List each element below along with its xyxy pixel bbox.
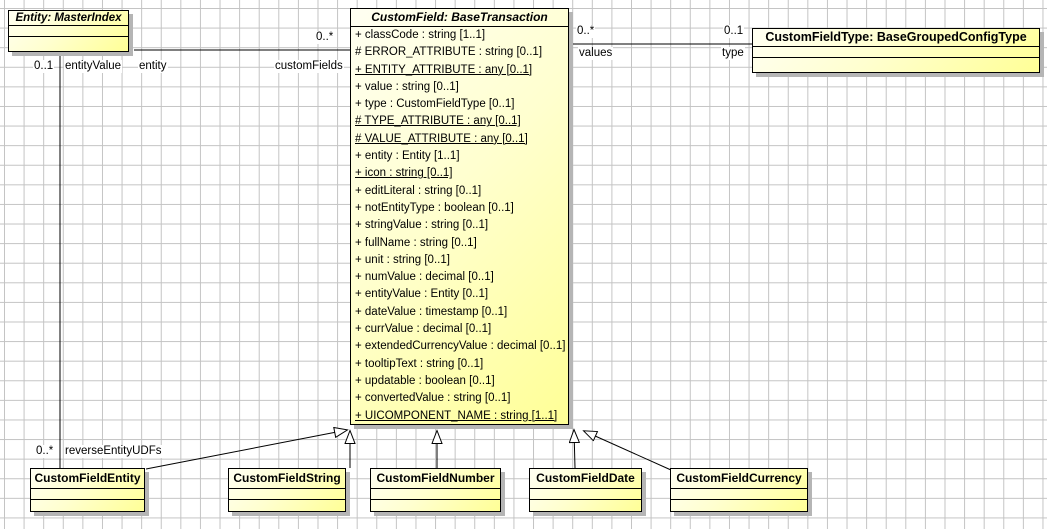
attributes-compartment — [9, 26, 128, 37]
attribute-text: # VALUE_ATTRIBUTE : any [0..1] — [355, 132, 528, 145]
generalization-customfielddate[interactable] — [574, 430, 575, 469]
attributes-compartment — [530, 489, 641, 500]
generalization-customfieldcurrency[interactable] — [584, 431, 672, 471]
class-customfieldstring[interactable]: CustomFieldString — [228, 468, 346, 512]
class-customfieldnumber[interactable]: CustomFieldNumber — [370, 468, 501, 512]
role-label-customfields[interactable]: customFields — [274, 60, 344, 73]
attribute-text: + unit : string [0..1] — [355, 253, 450, 266]
attribute-row[interactable]: + updatable : boolean [0..1] — [351, 373, 568, 390]
attribute-text: + value : string [0..1] — [355, 80, 459, 93]
attribute-text: + updatable : boolean [0..1] — [355, 374, 495, 387]
attribute-row[interactable]: # VALUE_ATTRIBUTE : any [0..1] — [351, 131, 568, 148]
multiplicity-label[interactable]: 0..1 — [723, 25, 745, 38]
attribute-row[interactable]: + extendedCurrencyValue : decimal [0..1] — [351, 338, 568, 355]
role-label-values[interactable]: values — [578, 47, 614, 60]
multiplicity-label[interactable]: 0..* — [35, 445, 55, 458]
class-title[interactable]: CustomFieldNumber — [371, 469, 500, 489]
attribute-text: + currValue : decimal [0..1] — [355, 323, 492, 336]
class-title[interactable]: CustomFieldCurrency — [671, 469, 807, 489]
attribute-row[interactable]: + unit : string [0..1] — [351, 252, 568, 269]
class-title[interactable]: CustomField: BaseTransaction — [351, 9, 568, 27]
attribute-text: + notEntityType : boolean [0..1] — [355, 201, 514, 214]
attribute-row[interactable]: + entity : Entity [1..1] — [351, 148, 568, 165]
attribute-row[interactable]: + type : CustomFieldType [0..1] — [351, 96, 568, 113]
class-entity-masterindex[interactable]: Entity: MasterIndex — [8, 10, 129, 52]
attribute-text: # TYPE_ATTRIBUTE : any [0..1] — [355, 115, 521, 128]
attribute-row[interactable]: + classCode : string [1..1] — [351, 27, 568, 44]
attribute-text: + stringValue : string [0..1] — [355, 219, 489, 232]
attribute-row[interactable]: # TYPE_ATTRIBUTE : any [0..1] — [351, 113, 568, 130]
attribute-row[interactable]: + stringValue : string [0..1] — [351, 217, 568, 234]
multiplicity-label[interactable]: 0..1 — [33, 60, 55, 73]
attribute-row[interactable]: # ERROR_ATTRIBUTE : string [0..1] — [351, 44, 568, 61]
attribute-row[interactable]: + entityValue : Entity [0..1] — [351, 286, 568, 303]
attribute-text: + numValue : decimal [0..1] — [355, 271, 494, 284]
attribute-text: + tooltipText : string [0..1] — [355, 357, 484, 370]
attribute-text: + editLiteral : string [0..1] — [355, 184, 482, 197]
class-customfielddate[interactable]: CustomFieldDate — [529, 468, 642, 512]
class-title[interactable]: CustomFieldString — [229, 469, 345, 489]
attribute-row[interactable]: + value : string [0..1] — [351, 79, 568, 96]
class-customfieldentity[interactable]: CustomFieldEntity — [30, 468, 145, 512]
class-customfield-basetransaction[interactable]: CustomField: BaseTransaction + classCode… — [350, 8, 569, 425]
attribute-row[interactable]: + tooltipText : string [0..1] — [351, 356, 568, 373]
role-label-entityvalue[interactable]: entityValue — [64, 60, 123, 73]
attribute-text: + classCode : string [1..1] — [355, 29, 486, 41]
class-title[interactable]: CustomFieldEntity — [31, 469, 144, 489]
generalization-customfieldentity[interactable] — [145, 430, 347, 470]
role-label-entity[interactable]: entity — [138, 60, 168, 73]
attributes-compartment — [371, 489, 500, 500]
attribute-text: + entity : Entity [1..1] — [355, 150, 460, 163]
class-title[interactable]: CustomFieldType: BaseGroupedConfigType — [753, 29, 1039, 47]
attribute-row[interactable]: + fullName : string [0..1] — [351, 235, 568, 252]
attribute-row[interactable]: + convertedValue : string [0..1] — [351, 390, 568, 407]
multiplicity-label[interactable]: 0..* — [315, 31, 335, 44]
attributes-compartment — [229, 489, 345, 500]
attribute-text: # ERROR_ATTRIBUTE : string [0..1] — [355, 46, 543, 59]
attribute-text: + ENTITY_ATTRIBUTE : any [0..1] — [355, 63, 533, 76]
multiplicity-label[interactable]: 0..* — [576, 25, 596, 38]
attribute-row[interactable]: + numValue : decimal [0..1] — [351, 269, 568, 286]
class-customfieldcurrency[interactable]: CustomFieldCurrency — [670, 468, 808, 512]
class-title[interactable]: CustomFieldDate — [530, 469, 641, 489]
attributes-compartment — [31, 489, 144, 500]
attribute-text: + icon : string [0..1] — [355, 167, 453, 180]
attribute-text: + extendedCurrencyValue : decimal [0..1] — [355, 340, 566, 353]
attributes-compartment: + classCode : string [1..1] # ERROR_ATTR… — [351, 27, 568, 425]
attributes-compartment — [753, 47, 1039, 58]
attribute-text: + fullName : string [0..1] — [355, 236, 477, 249]
attribute-text: + convertedValue : string [0..1] — [355, 392, 511, 405]
attribute-text: + entityValue : Entity [0..1] — [355, 288, 489, 301]
attributes-compartment — [671, 489, 807, 500]
attribute-text: + type : CustomFieldType [0..1] — [355, 98, 515, 111]
role-label-reverseentityudfs[interactable]: reverseEntityUDFs — [64, 445, 163, 458]
class-customfieldtype-basegroupedconfigtype[interactable]: CustomFieldType: BaseGroupedConfigType — [752, 28, 1040, 73]
attribute-row[interactable]: + icon : string [0..1] — [351, 165, 568, 182]
attribute-row[interactable]: + notEntityType : boolean [0..1] — [351, 200, 568, 217]
attribute-text: + dateValue : timestamp [0..1] — [355, 305, 508, 318]
attribute-row[interactable]: + dateValue : timestamp [0..1] — [351, 304, 568, 321]
attribute-row[interactable]: + editLiteral : string [0..1] — [351, 183, 568, 200]
attribute-text: + UICOMPONENT_NAME : string [1..1] — [355, 409, 558, 422]
attribute-row[interactable]: + UICOMPONENT_NAME : string [1..1] — [351, 408, 568, 425]
role-label-type[interactable]: type — [721, 47, 745, 60]
attribute-row[interactable]: + currValue : decimal [0..1] — [351, 321, 568, 338]
attribute-row[interactable]: + ENTITY_ATTRIBUTE : any [0..1] — [351, 62, 568, 79]
class-title[interactable]: Entity: MasterIndex — [9, 11, 128, 26]
